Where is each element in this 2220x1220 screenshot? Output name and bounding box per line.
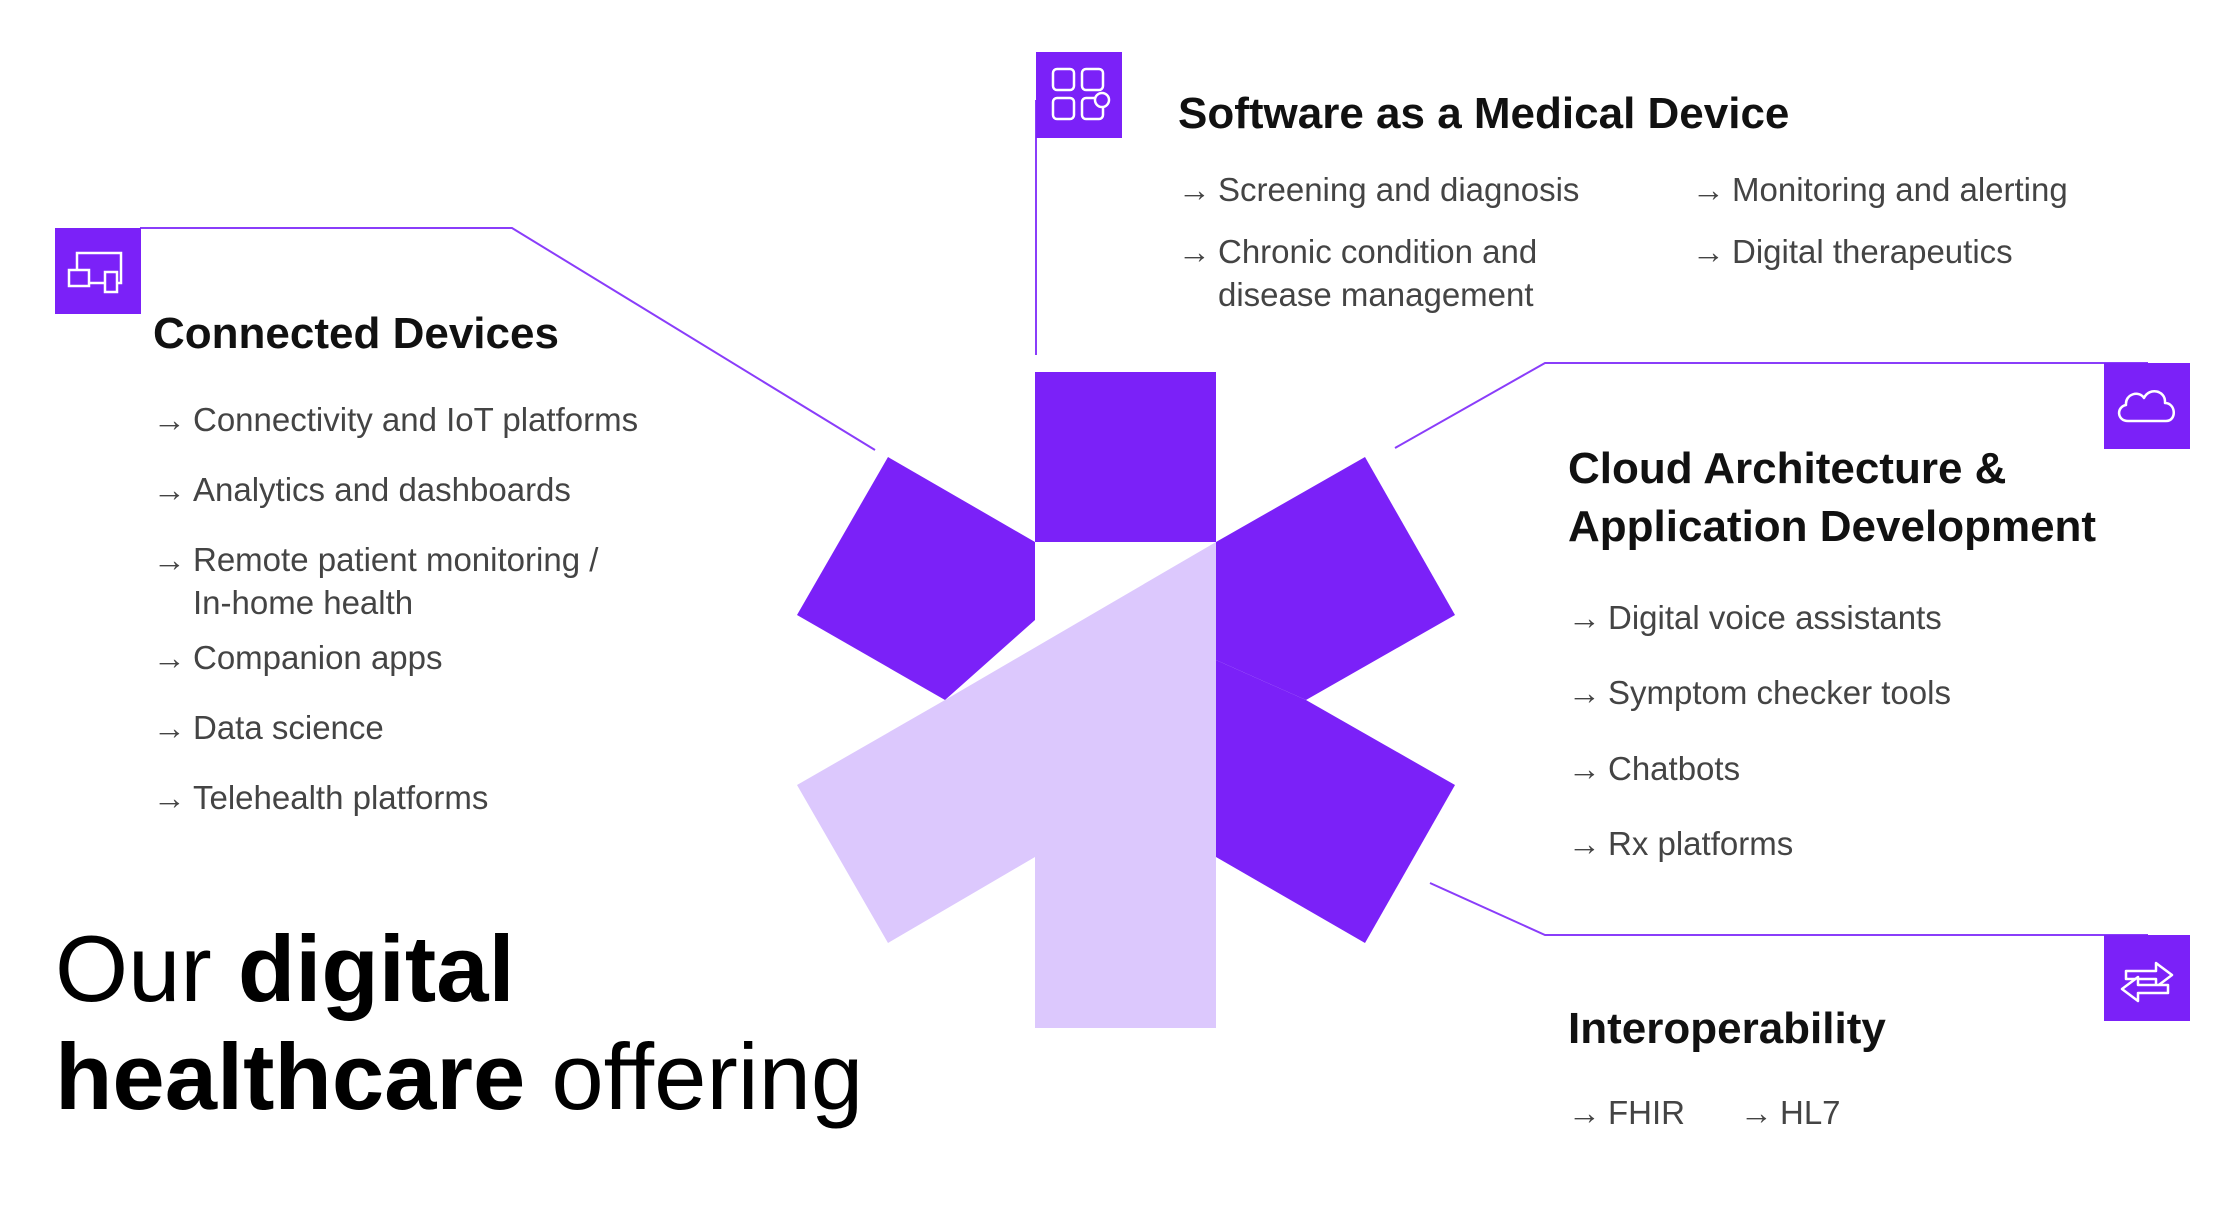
- arrow-right-icon: →: [153, 471, 186, 508]
- list-item: →Telehealth platforms: [153, 776, 488, 819]
- list-item-continuation: disease management: [1218, 276, 1534, 313]
- connector-connected-devices: [140, 227, 876, 451]
- cloud-icon: [2117, 390, 2175, 423]
- arrow-right-icon: →: [153, 541, 186, 578]
- cloud-title-line1: Cloud Architecture &: [1568, 444, 2007, 493]
- list-item: →Digital therapeutics: [1692, 230, 2013, 273]
- samd-title: Software as a Medical Device: [1178, 89, 1790, 138]
- star-arm-upper-left: [797, 457, 1035, 700]
- arrow-right-icon: →: [1568, 750, 1601, 787]
- arrow-right-icon: →: [153, 779, 186, 816]
- arrow-right-icon: →: [153, 709, 186, 746]
- list-item: →FHIR: [1568, 1091, 1685, 1134]
- cloud-icon-box: [2104, 363, 2190, 449]
- exchange-arrows-icon: [2120, 961, 2174, 1003]
- arrow-right-icon: →: [1740, 1094, 1773, 1131]
- page-title: Our digital healthcare offering: [55, 915, 863, 1131]
- arrow-right-icon: →: [1178, 233, 1211, 270]
- arrow-right-icon: →: [1568, 599, 1601, 636]
- connector-interop: [1429, 882, 2148, 936]
- connected-devices-icon-box: [55, 228, 141, 314]
- interop-icon-box: [2104, 935, 2190, 1021]
- list-item: →Digital voice assistants: [1568, 596, 1942, 639]
- list-item: →Data science: [153, 706, 384, 749]
- page-title-line1: Our digital: [55, 916, 515, 1021]
- list-item: →Analytics and dashboards: [153, 468, 571, 511]
- list-item: →Connectivity and IoT platforms: [153, 398, 638, 441]
- list-item-continuation: In-home health: [193, 584, 414, 621]
- connector-cloud: [1394, 362, 2148, 449]
- devices-icon: [67, 251, 123, 294]
- arrow-right-icon: →: [1568, 825, 1601, 862]
- arrow-right-icon: →: [1692, 233, 1725, 270]
- list-item: →Symptom checker tools: [1568, 671, 1951, 714]
- list-item: →Remote patient monitoring /: [153, 538, 598, 581]
- list-item: →Companion apps: [153, 636, 443, 679]
- list-item: →Rx platforms: [1568, 822, 1793, 865]
- arrow-right-icon: →: [153, 401, 186, 438]
- star-arm-lower-right: [1216, 660, 1455, 943]
- list-item: →HL7: [1740, 1091, 1841, 1134]
- arrow-right-icon: →: [1692, 171, 1725, 208]
- arrow-right-icon: →: [1568, 674, 1601, 711]
- list-item: →Chronic condition and: [1178, 230, 1537, 273]
- arrow-right-icon: →: [1568, 1094, 1601, 1131]
- page-title-line2: healthcare offering: [55, 1024, 864, 1129]
- arrow-right-icon: →: [153, 639, 186, 676]
- star-arm-upper-right: [1216, 457, 1455, 700]
- list-item: →Monitoring and alerting: [1692, 168, 2068, 211]
- apps-grid-icon: [1051, 67, 1111, 121]
- samd-icon-box: [1036, 52, 1122, 138]
- interop-title: Interoperability: [1568, 1004, 1886, 1053]
- star-arm-lower-left: [797, 542, 1216, 1028]
- list-item: →Screening and diagnosis: [1178, 168, 1579, 211]
- arrow-right-icon: →: [1178, 171, 1211, 208]
- connected-devices-title: Connected Devices: [153, 309, 559, 358]
- cloud-title-line2: Application Development: [1568, 502, 2097, 551]
- list-item: →Chatbots: [1568, 747, 1740, 790]
- star-arm-top: [1035, 372, 1216, 542]
